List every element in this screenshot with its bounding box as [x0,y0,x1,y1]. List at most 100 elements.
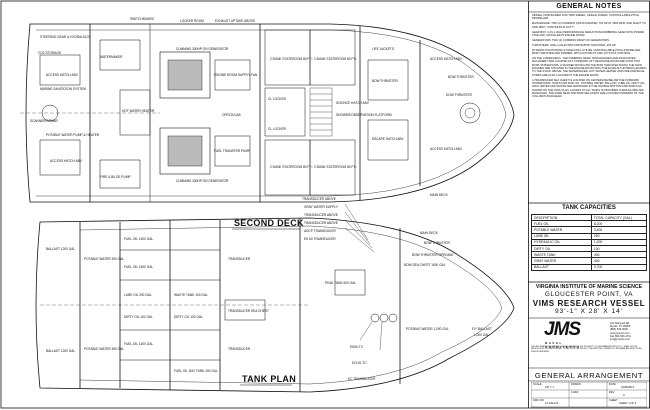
firm-address: 110 Shipyard Rd Mystic, CT 06355 (860) 5… [610,322,648,341]
tank-label-ek60: EK 60 TRANSDUCER [304,237,336,241]
sheet-label: SHEET [609,399,618,402]
tank-plan [35,203,515,393]
label-co2-storage: CO2 STORAGE [38,51,61,55]
tank-label-transducer-2: TRANSDUCER [228,347,251,351]
tank-label-ballast-1: BALLAST 1200 GAL [46,247,75,251]
address-line: Mystic, CT 06355 [610,325,631,329]
label-stateroom-4: 2 BUNK STATEROOM 80 FT² [314,165,356,169]
label-switchboard: SWITCHBOARD [130,17,155,21]
vessel-name: VIMS RESEARCH VESSEL [532,299,646,308]
address-line: 110 Shipyard Rd [610,322,630,325]
scale-label: SCALE [533,383,542,386]
checked-label: CHKD [571,391,579,394]
organization-name: VIRGINIA INSTITUTE OF MARINE SCIENCE [535,284,643,290]
notes-and-title-panel: GENERAL NOTES VESSEL CONFIGURED FOR TWIN… [528,0,650,410]
tank-label-waste: WASTE TANK 100 GAL [174,293,208,297]
tank-plan-title: TANK PLAN [242,374,296,384]
tank-label-ek60-tc: EK60-TC [350,345,364,349]
label-hot-water-heater: HOT WATER HEATER [122,109,155,113]
tank-capacities-table: DESCRIPTION TOTAL CAPACITY (GAL) FUEL OI… [531,213,648,271]
tank-label-day-tank: FUEL OIL DAY TANK 400 GAL [174,369,218,373]
label-exhaust-uptake: EXHAUST UPTAKE ABOVE [215,19,255,23]
general-notes-title: GENERAL NOTES [556,3,622,10]
tank-label-dirty-2: DIRTY OIL 100 GAL [174,315,203,319]
address-line: Fax 860-536-4711 [610,334,632,338]
second-deck-hull-outline [25,23,515,203]
date-value: 01/25/2013 [621,386,634,389]
label-dow-thruster: DOW THRUSTER [446,93,473,97]
second-deck-labels: STEERING GEAR & HYDRAULICS CO2 STORAGE A… [30,17,474,197]
label-potable-water-pump: POTABLE WATER PUMP & HEATER [46,133,100,137]
label-supply-fan: ENGINE ROOM SUPPLY FAN [214,73,258,77]
tank-label-bow-sea-chest: BOW SEA CHEST 1500 GAL [404,263,446,267]
label-access-hatch-4: ACCESS HATCH ABV [430,57,463,61]
tank-capacities-title: TANK CAPACITIES [562,205,616,211]
tank-label-ballast-2: BALLAST 1200 GAL [46,349,75,353]
label-marine-sanitation: MARINE SANITATION SYSTEM [40,87,86,91]
dwg-value: 12-149-210 [545,402,559,405]
proprietary-notice: THE INFORMATION CONTAINED IN THIS DRAWIN… [531,346,643,353]
sheet-value: SHEET 1 OF 3 [619,402,637,405]
note-paragraph: GENERATORS: TWO (2) CUMMINS 300HP ON GEN… [532,38,610,42]
general-notes-body: VESSEL CONFIGURED FOR TWIN DIESEL, SINGL… [532,14,647,100]
label-steering-gear: STEERING GEAR & HYDRAULICS [40,35,91,39]
scale-value: 1/8" = 1' [545,386,555,389]
label-access-hatch: ACCESS HATCH ABV [46,73,79,77]
label-science-hatch: SCIENCE HATCH ABV [336,101,370,105]
vessel-dimensions: 93'-1" X 28' X 14' [554,308,624,315]
label-bow-thruster: BOW THRUSTER [372,79,398,83]
title-block-grid: SCALE 1/8" = 1' DRAWN DATE 01/25/2013 CH… [531,382,647,408]
jms-logo: JMS [544,319,581,340]
label-cl-locker-2: CL LOCKER [268,127,287,131]
tank-label-fp-gal: 1,000 GAL [474,333,489,337]
label-escape-hatch: ESCAPE HATCH ABV [372,137,405,141]
label-generator-1: CUMMINS 300HP ON GENERATOR [176,47,229,51]
address-line: www.jmsnet.com [610,331,630,335]
note-paragraph: DYNAMIC POSITIONING SYSTEM WILL UTILIZE … [532,48,641,56]
note-paragraph: GEAR BOX: 2-IN-1 HIGH PERFORMANCE REDUCT… [532,30,644,37]
label-bow-thruster-2: BOW THRUSTER [448,75,474,79]
tank-label-adcp: ADCP TRANSDUCER [304,229,336,233]
drawn-label: DRAWN [571,383,581,386]
tank-label-fo-1: FUEL OIL 1400 GAL [124,237,153,241]
tank-label-dirty-1: DIRTY OIL 100 GAL [124,315,153,319]
tank-label-pw-3: POTABLE WATER 1,000 GAL [406,327,449,331]
label-fire-bilge-pump: FIRE & BILGE PUMP [100,175,131,179]
address-line: jms@jmsnet.com [610,338,630,342]
note-paragraph: ON THE LOWER DECK, THE STEERING GEAR, MA… [532,57,647,77]
drawing-canvas: STEERING GEAR & HYDRAULICS CO2 STORAGE A… [0,0,528,409]
date-label: DATE [609,383,616,386]
tank-label-echo-tc: ECHO-TC [352,361,367,365]
tank-label-pw-2: POTABLE WATER 350 GAL [84,347,124,351]
tank-label-fp-ballast: F.P. BALLAST [472,327,492,331]
table-cell: BALLAST [531,263,592,271]
label-stateroom-3: 2 BUNK STATEROOM 80 FT² [270,165,312,169]
label-scanner-sonar: SCANNER/SONAR [30,119,59,123]
tank-label-bow-opening: BOW THRUSTER OPENING [412,253,454,257]
dwg-label: DWG NO [533,399,544,402]
label-access-hatch-3: ACCESS HATCH ABV [430,147,463,151]
tank-label-transducer-1: TRANSDUCER [228,257,251,261]
tank-plan-hull-outline [35,217,515,393]
note-paragraph: MAIN ENGINE: TWO (2) CUMMINS QSK19 M-RAT… [532,22,646,29]
table-cell: 3,700 [590,263,648,271]
tank-label-trans-above-3: TRANSDUCER ABOVE [304,221,338,225]
tank-label-pw-1: POTABLE WATER 350 GAL [84,257,124,261]
second-deck-plan [20,23,515,203]
tank-label-bow-thruster: BOW THRUSTER [424,241,450,245]
sheet-border [0,0,528,409]
tank-label-ec-transducer: EC TRANSDUCER [348,377,376,381]
label-watermaker: WATERMAKER [100,55,123,59]
label-stateroom-2: 2 BUNK STATEROOM 80 FT² [314,57,356,61]
tank-label-trans-above-2: TRANSDUCER ABOVE [304,213,338,217]
tank-label-trans-above-1: TRANSDUCER ABOVE [302,197,336,201]
title-grid-lines [531,382,647,408]
rev-value: A [623,394,625,397]
tank-label-lube: LUBE OIL 230 GAL [124,293,152,297]
rev-label: REV [609,391,615,394]
label-life-jackets: LIFE JACKETS [372,47,394,51]
second-deck-inner-line [36,29,507,197]
address-line: (860) 536-0009 [610,328,628,332]
